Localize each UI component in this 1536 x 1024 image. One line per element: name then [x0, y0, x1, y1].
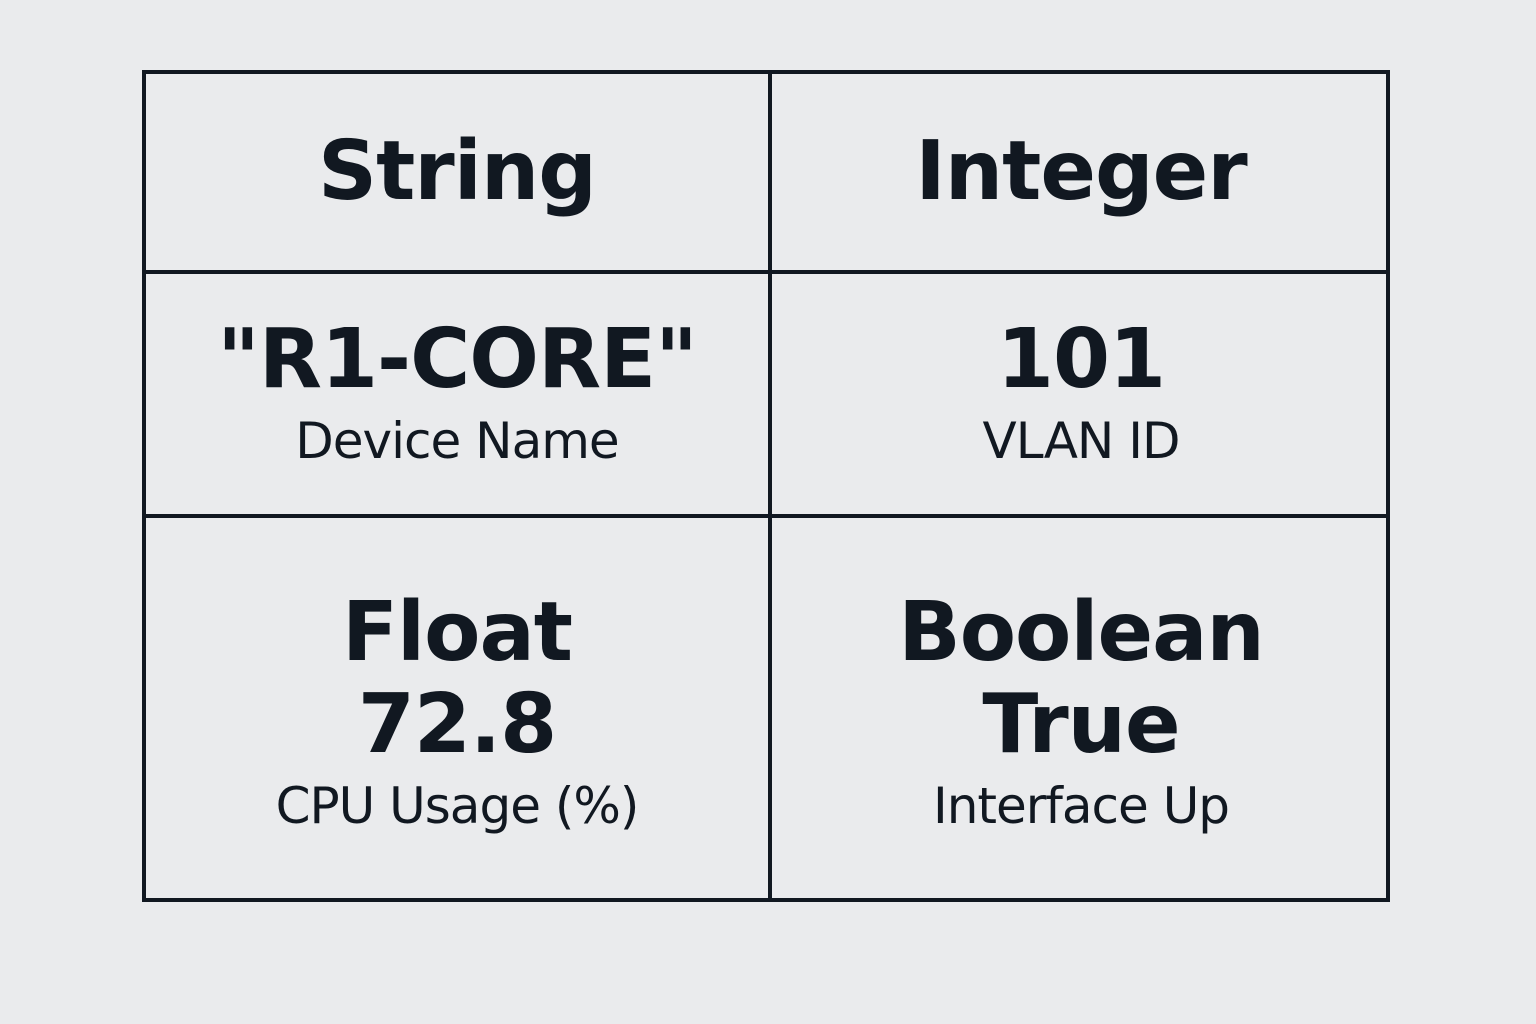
- cell-string-example: "R1-CORE" Device Name: [146, 274, 768, 514]
- example-label: Device Name: [295, 412, 619, 471]
- example-label: CPU Usage (%): [275, 777, 640, 836]
- header-cell-integer: Integer: [772, 74, 1390, 270]
- cell-boolean: Boolean True Interface Up: [772, 518, 1390, 902]
- example-value: True: [982, 677, 1180, 773]
- example-label: Interface Up: [932, 777, 1230, 836]
- type-heading-boolean: Boolean: [898, 584, 1265, 680]
- type-heading-string: String: [318, 123, 597, 219]
- example-value: 101: [996, 311, 1166, 407]
- row-divider-2: [146, 514, 1386, 518]
- cell-integer-example: 101 VLAN ID: [772, 274, 1390, 514]
- column-divider: [768, 74, 772, 898]
- cell-float: Float 72.8 CPU Usage (%): [146, 518, 768, 902]
- row-divider-1: [146, 270, 1386, 274]
- data-types-table: String Integer "R1-CORE" Device Name 101…: [142, 70, 1390, 902]
- example-value: "R1-CORE": [217, 311, 698, 407]
- type-heading-integer: Integer: [915, 123, 1247, 219]
- example-label: VLAN ID: [982, 412, 1181, 471]
- type-heading-float: Float: [342, 584, 573, 680]
- header-cell-string: String: [146, 74, 768, 270]
- example-value: 72.8: [357, 677, 557, 773]
